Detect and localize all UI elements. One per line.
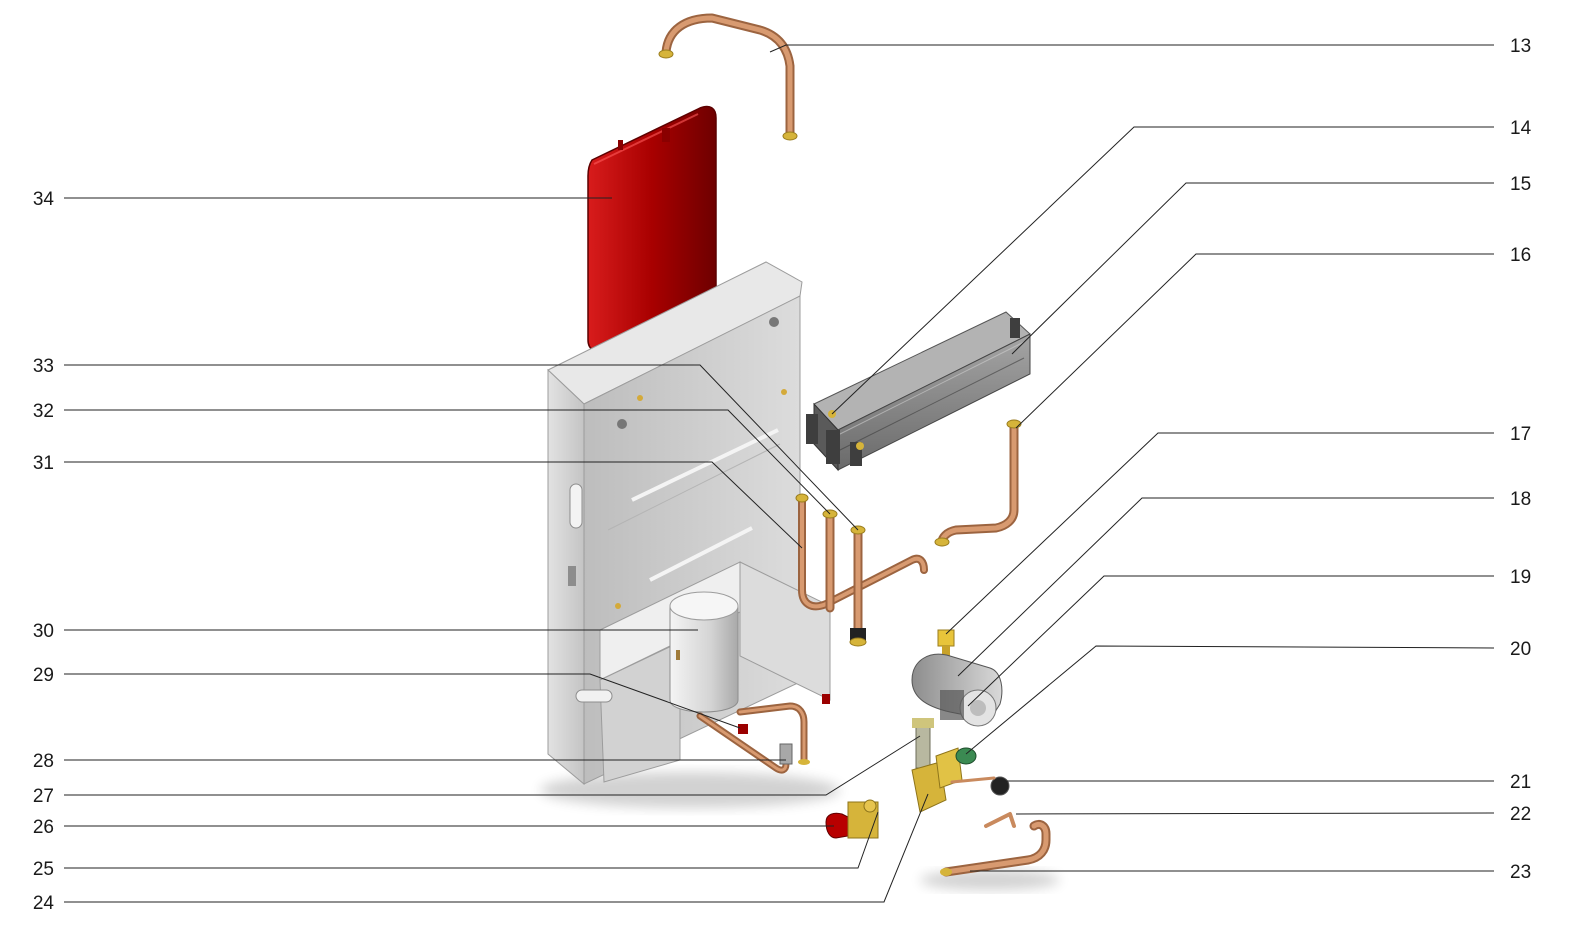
callout-label-23: 23: [1510, 862, 1531, 883]
callout-label-30: 30: [33, 621, 54, 642]
leader-line-14: [831, 126, 1494, 415]
boiler-frame: [547, 261, 831, 786]
part-30-cylinder-tank: [669, 591, 739, 713]
callout-label-17: 17: [1510, 424, 1531, 445]
part-28-29-lower-pipe: [696, 694, 830, 774]
callout-label-28: 28: [33, 751, 54, 772]
callout-label-19: 19: [1510, 567, 1531, 588]
leader-line-29: [64, 673, 741, 729]
leader-line-31: [64, 461, 803, 549]
callout-label-15: 15: [1510, 174, 1531, 195]
shadows: [540, 772, 1060, 890]
callout-label-16: 16: [1510, 245, 1531, 266]
leader-line-32: [64, 409, 831, 515]
leader-line-22: [1015, 812, 1495, 815]
leader-line-19: [967, 575, 1494, 707]
callout-label-13: 13: [1510, 36, 1531, 57]
part-16-pipe: [934, 419, 1022, 547]
leader-line-15: [1011, 182, 1494, 355]
callout-label-34: 34: [33, 189, 55, 210]
part-25-26-filling-valve: [825, 799, 879, 839]
leader-line-20: [965, 645, 1495, 755]
leader-line-16: [1015, 253, 1494, 429]
callout-label-25: 25: [33, 859, 54, 880]
part-22-23-bottom-pipes: [940, 812, 1051, 877]
callout-label-32: 32: [33, 401, 54, 422]
callout-label-31: 31: [33, 453, 54, 474]
callout-label-18: 18: [1510, 489, 1531, 510]
leader-line-17: [945, 432, 1494, 635]
part-20-27-valve-block: [911, 718, 1010, 813]
callout-label-33: 33: [33, 356, 54, 377]
callout-label-24: 24: [33, 893, 55, 914]
callout-labels: 13 14 15 16 17 18 19 20 21 22 23 34 33 32 31 30 29 28 27 26…: [33, 36, 1532, 914]
part-13-upper-pipe: [658, 13, 798, 141]
leader-line-25: [64, 811, 879, 869]
leader-line-27: [64, 735, 921, 796]
callout-label-22: 22: [1510, 804, 1531, 825]
part-14-15-heat-exchanger: [806, 311, 1031, 472]
callout-label-21: 21: [1510, 772, 1531, 793]
callout-label-27: 27: [33, 786, 54, 807]
leader-line-18: [957, 497, 1494, 677]
leader-line-33: [64, 364, 859, 531]
leader-line-24: [64, 793, 929, 903]
leader-line-13: [769, 44, 1494, 53]
callout-label-29: 29: [33, 665, 54, 686]
leader-lines: [64, 44, 1495, 903]
callout-label-26: 26: [33, 817, 54, 838]
callout-label-14: 14: [1510, 118, 1532, 139]
part-17-18-19-pump: [911, 629, 1003, 727]
callout-label-20: 20: [1510, 639, 1531, 660]
